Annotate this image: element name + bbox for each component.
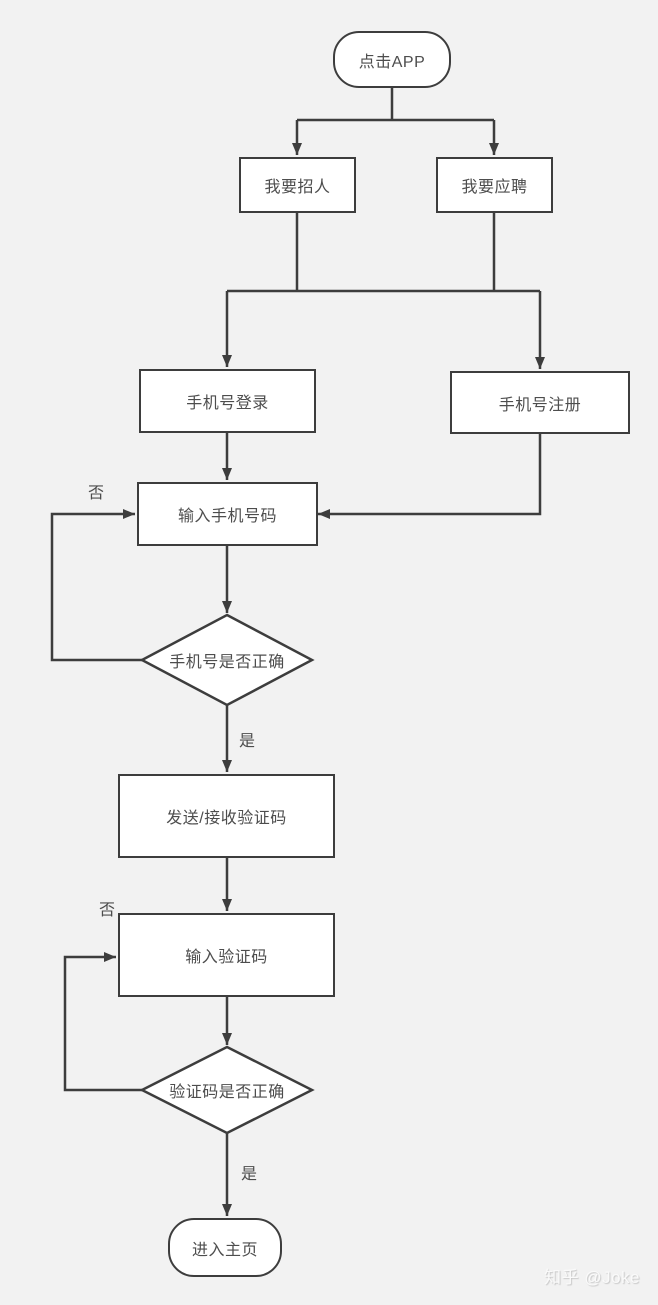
node-code-check-shape [139, 1045, 315, 1135]
node-enter-code: 输入验证码 [118, 913, 335, 997]
node-recruit-label: 我要招人 [264, 179, 331, 196]
node-apply: 我要应聘 [436, 157, 553, 213]
edge-label-code-no: 否 [98, 902, 115, 919]
edge-label-phone-no: 否 [87, 485, 104, 502]
node-start: 点击APP [333, 31, 451, 88]
edge-phone-no-loop [50, 509, 142, 662]
node-apply-label: 我要应聘 [461, 179, 528, 196]
edge-register-to-enter-phone [318, 434, 542, 519]
node-enter-phone-label: 输入手机号码 [177, 508, 277, 525]
edge-label-code-yes: 是 [240, 1166, 257, 1183]
node-send-code-label: 发送/接收验证码 [166, 810, 287, 827]
node-recruit: 我要招人 [239, 157, 356, 213]
node-enter-phone: 输入手机号码 [137, 482, 318, 546]
edge-code-no-loop [63, 952, 142, 1092]
node-login-label: 手机号登录 [186, 395, 269, 412]
node-enter-code-label: 输入验证码 [185, 949, 268, 966]
node-phone-check-shape [139, 613, 315, 707]
edge-label-phone-yes: 是 [238, 733, 255, 750]
node-code-check-label: 验证码是否正确 [169, 1084, 285, 1101]
node-home: 进入主页 [168, 1218, 282, 1277]
node-phone-check-label: 手机号是否正确 [169, 654, 285, 671]
node-register: 手机号注册 [450, 371, 630, 434]
node-send-code: 发送/接收验证码 [118, 774, 335, 858]
node-home-label: 进入主页 [191, 1241, 258, 1259]
node-start-label: 点击APP [358, 53, 426, 71]
node-login: 手机号登录 [139, 369, 316, 433]
watermark: 知乎 @Joke [544, 1268, 640, 1287]
node-register-label: 手机号注册 [498, 396, 582, 414]
